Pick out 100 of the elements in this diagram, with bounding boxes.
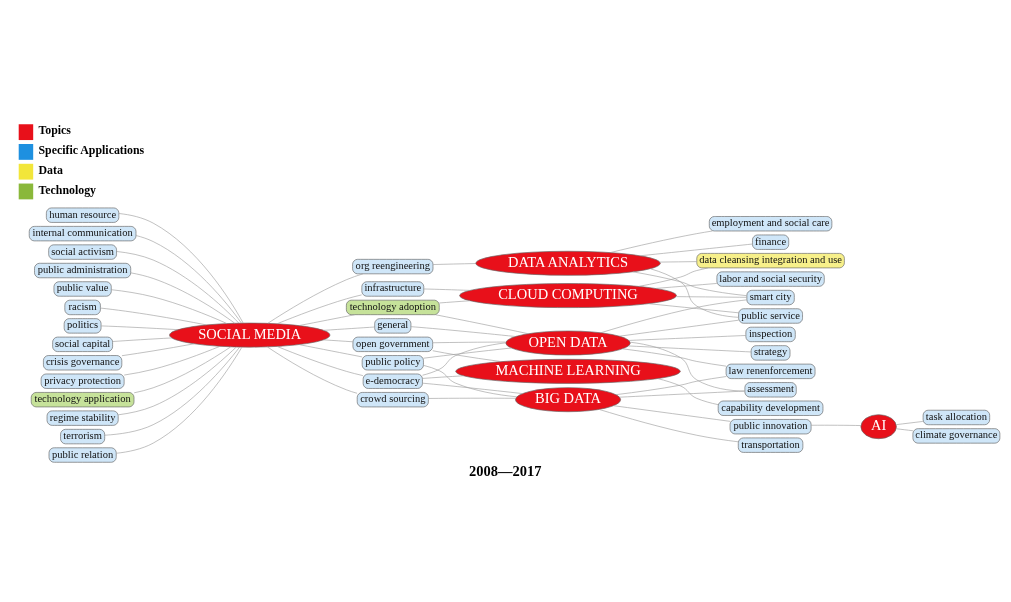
- connector: [675, 295, 747, 298]
- node-ellipse: MACHINE LEARNING: [454, 358, 681, 384]
- legend-label: Specific Applications: [37, 142, 144, 157]
- node-box: capability development: [717, 400, 823, 416]
- connector: [266, 346, 357, 394]
- connector: [638, 267, 708, 287]
- connector: [598, 408, 739, 442]
- node-box: strategy: [750, 344, 790, 360]
- connector: [123, 345, 220, 375]
- node-box: social capital: [51, 336, 113, 352]
- node-box: technology adoption: [345, 299, 440, 315]
- connector: [613, 404, 730, 422]
- connector: [615, 375, 726, 395]
- connector: [298, 343, 362, 357]
- connector: [117, 346, 237, 415]
- node-box: smart city: [746, 289, 795, 305]
- connector: [627, 345, 751, 352]
- node-box: open government: [352, 336, 433, 352]
- connector: [423, 288, 470, 291]
- connector: [621, 348, 726, 366]
- node-ellipse: OPEN DATA: [504, 330, 631, 355]
- connector: [629, 341, 745, 391]
- connector: [895, 420, 923, 425]
- node-box: assessment: [744, 381, 797, 397]
- connector: [628, 334, 746, 341]
- node-box: org reengineering: [351, 258, 433, 274]
- node-box: infrastructure: [361, 280, 424, 297]
- connector: [655, 282, 717, 289]
- connector: [632, 271, 747, 296]
- connector: [427, 397, 516, 399]
- connector: [322, 326, 375, 331]
- node-box: public service: [737, 307, 803, 324]
- node-box: inspection: [745, 326, 796, 342]
- node-box: privacy protection: [40, 373, 124, 389]
- node-box: crowd sourcing: [356, 391, 429, 407]
- connector: [432, 262, 476, 265]
- connector: [410, 325, 516, 337]
- connector: [438, 299, 470, 303]
- node-ellipse: SOCIAL MEDIA: [168, 322, 330, 347]
- node-box: employment and social care: [708, 215, 832, 231]
- node-ellipse: BIG DATA: [514, 386, 621, 412]
- node-box: general: [373, 317, 411, 333]
- connector: [276, 345, 363, 376]
- connector: [118, 212, 243, 323]
- node-box: finance: [751, 234, 789, 250]
- node-box: public relation: [48, 446, 117, 463]
- node-box: terrorism: [59, 428, 105, 444]
- connector: [130, 272, 235, 323]
- connector: [421, 374, 464, 379]
- node-box: data cleansing integration and use: [695, 252, 845, 268]
- node-box: technology application: [30, 391, 134, 407]
- node-box: public innovation: [729, 418, 811, 434]
- connector: [647, 302, 739, 313]
- node-box: public administration: [33, 262, 131, 278]
- connector: [649, 268, 739, 318]
- connector: [99, 307, 206, 325]
- node-box: law renenforcement: [725, 363, 815, 379]
- connector: [111, 337, 172, 342]
- connector: [810, 424, 861, 426]
- node-box: social activism: [47, 244, 117, 260]
- connector: [110, 288, 227, 324]
- connector: [421, 342, 506, 376]
- connector: [115, 250, 239, 323]
- connector: [618, 319, 739, 336]
- connector: [895, 427, 913, 431]
- node-box: crisis governance: [42, 354, 122, 370]
- node-ellipse: DATA ANALYTICS: [474, 250, 661, 276]
- connector: [422, 364, 517, 397]
- connector: [121, 343, 194, 356]
- node-box: task allocation: [922, 409, 990, 425]
- node-box: regime stability: [46, 410, 119, 426]
- connector: [133, 346, 231, 393]
- connector: [434, 313, 528, 334]
- node-box: climate governance: [912, 427, 1000, 443]
- legend-label: Data: [37, 162, 63, 177]
- connector: [610, 230, 713, 253]
- connector: [103, 346, 240, 436]
- connector: [115, 346, 242, 454]
- node-ellipse: AI: [860, 413, 897, 439]
- connector: [431, 349, 501, 362]
- connector: [639, 243, 753, 256]
- caption: 2008—2017: [468, 462, 542, 479]
- connector: [657, 377, 718, 405]
- connector: [618, 390, 745, 397]
- node-box: human resource: [45, 207, 119, 223]
- node-box: internal communication: [28, 225, 136, 241]
- node-box: e-democracy: [362, 373, 423, 389]
- connector: [276, 294, 362, 324]
- connector: [422, 347, 511, 359]
- connector: [322, 339, 353, 342]
- connector: [100, 325, 178, 330]
- connector: [600, 299, 747, 333]
- connector: [659, 260, 697, 262]
- node-box: transportation: [737, 437, 803, 453]
- legend-label: Technology: [37, 182, 96, 197]
- legend-label: Topics: [37, 122, 71, 137]
- node-box: racism: [64, 299, 101, 315]
- connector: [267, 273, 363, 324]
- connector: [421, 382, 523, 394]
- connector: [135, 234, 242, 323]
